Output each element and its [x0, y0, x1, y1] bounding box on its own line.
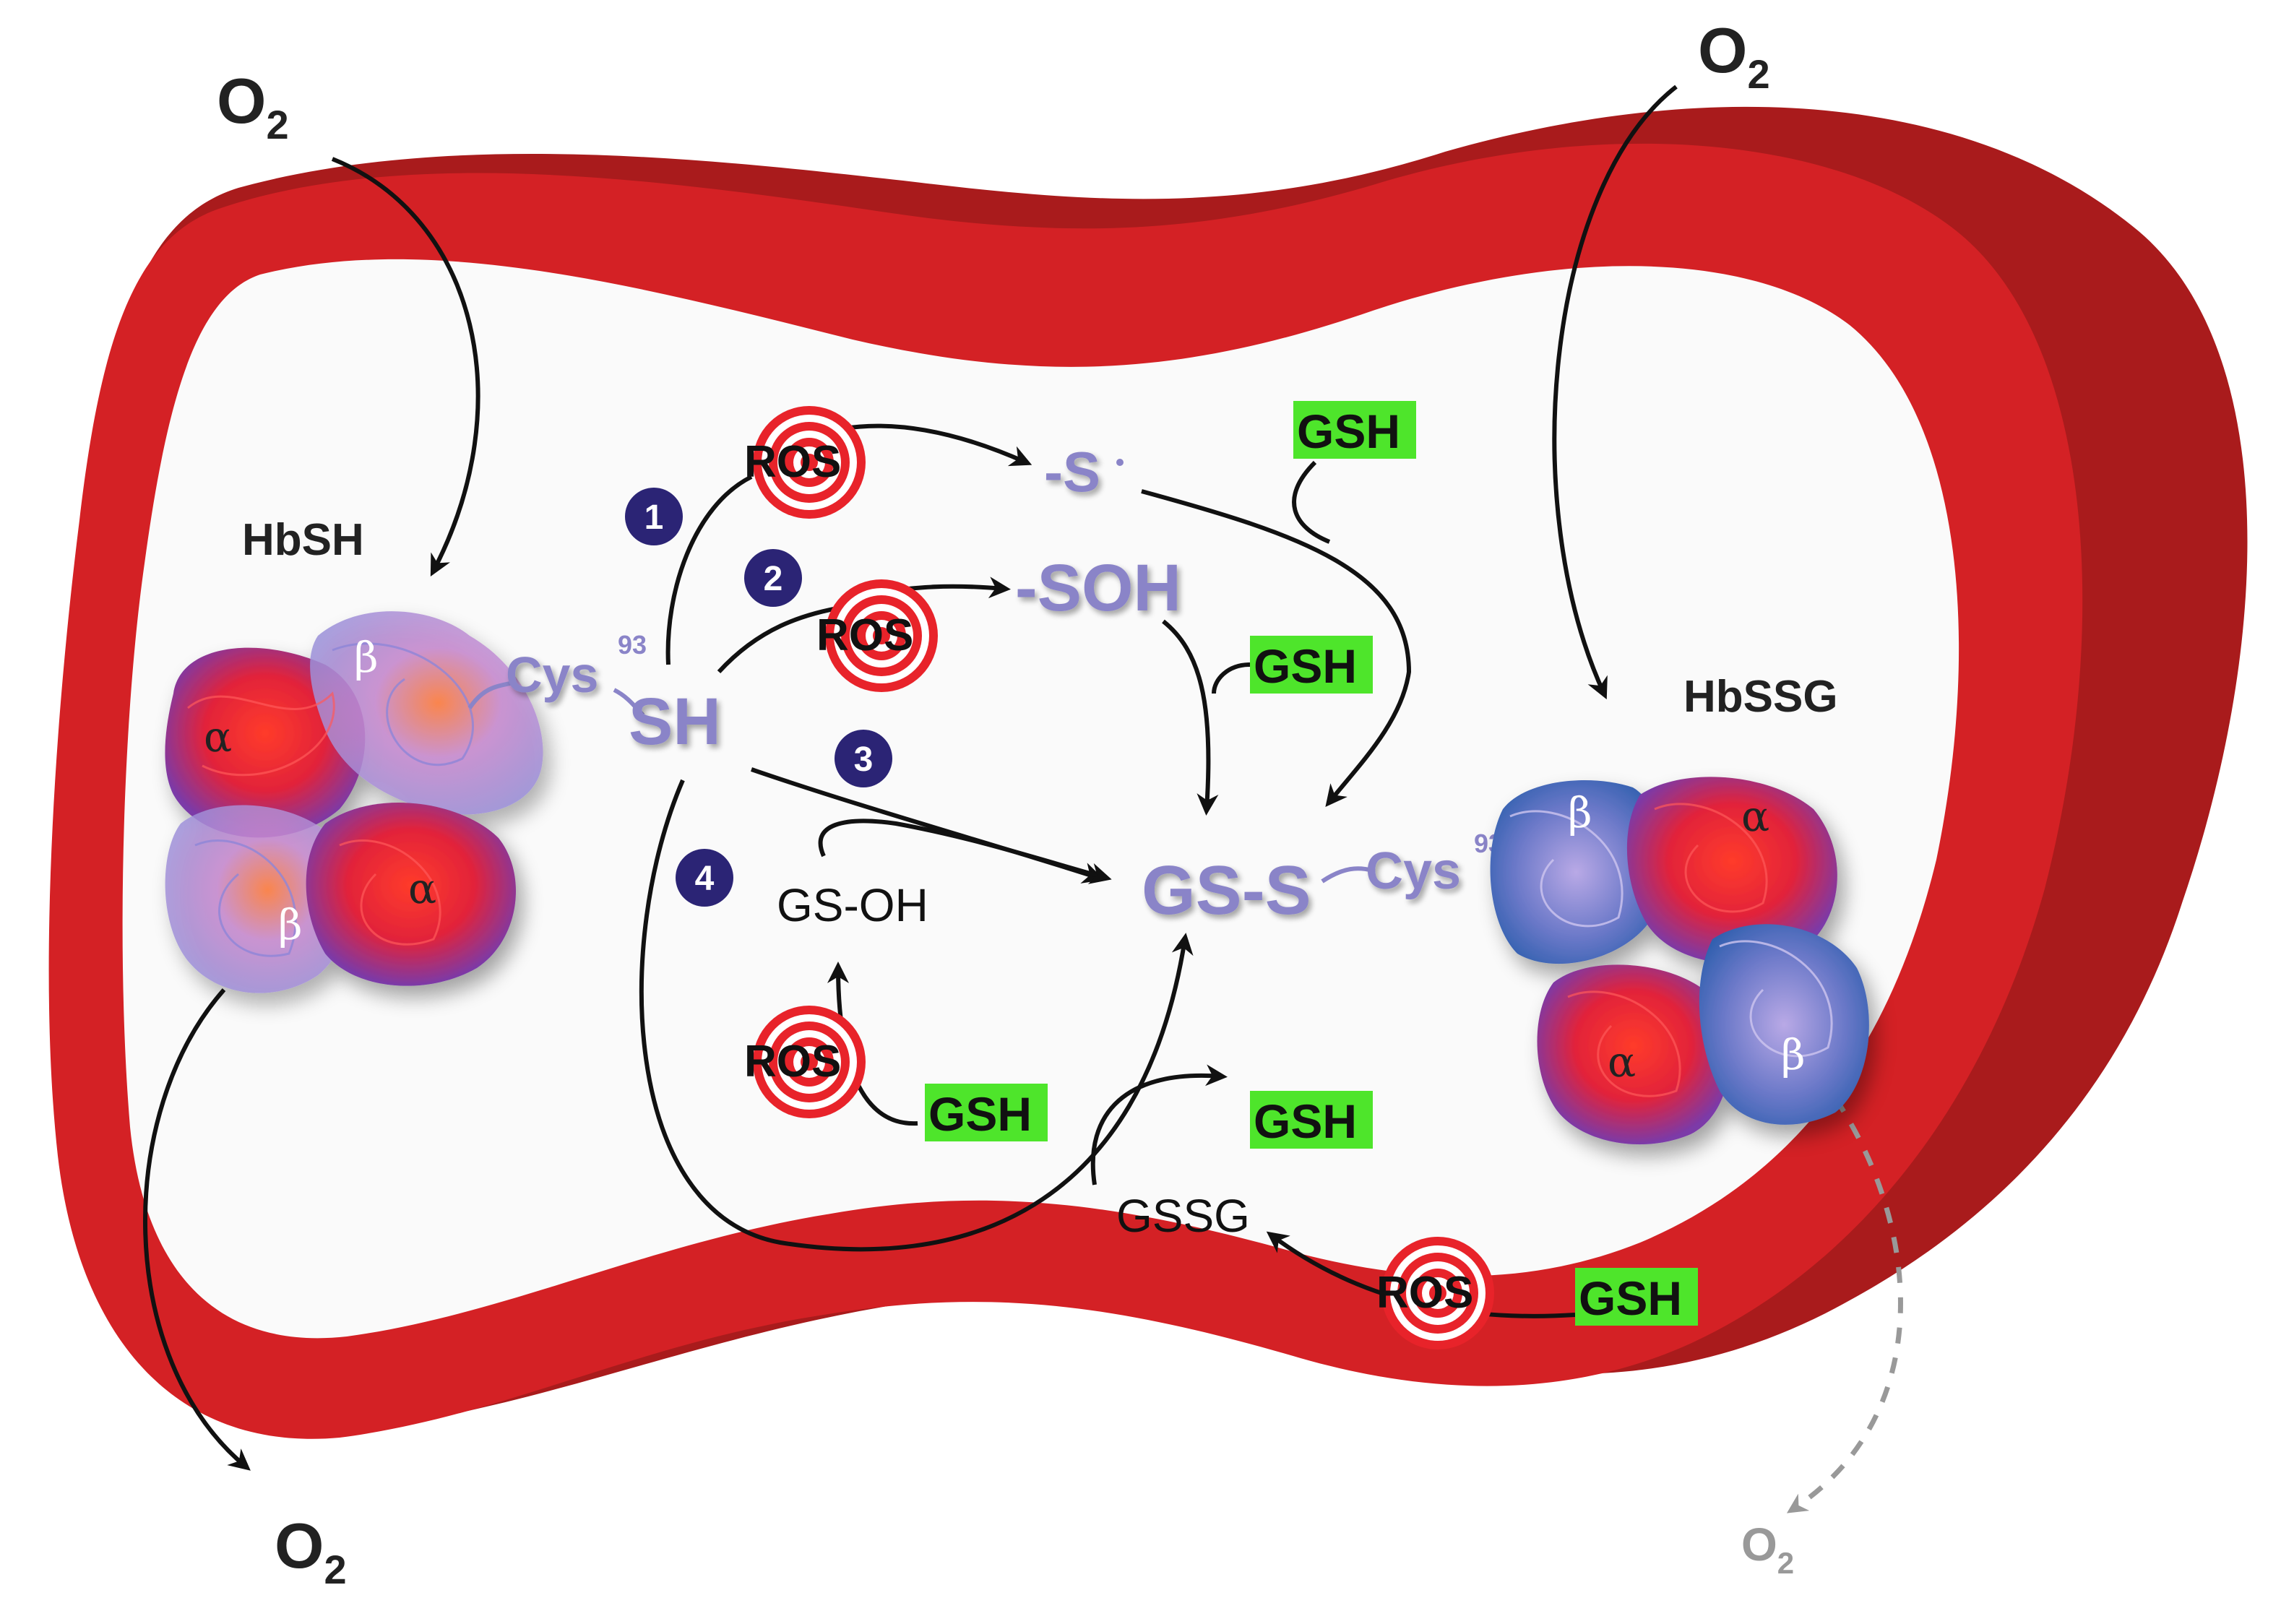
gsh-box-top: [1293, 401, 1416, 459]
hbsh-beta-subunit-top: [310, 611, 543, 815]
o2-label-top-right: O2: [1698, 14, 1770, 97]
hbssg-alpha-subunit-bottom: [1537, 964, 1730, 1145]
hbssg-alpha-label-bottom: α: [1608, 1037, 1636, 1087]
cytoplasm: [122, 259, 1959, 1339]
sulfenic-acid-label: -SOH: [1015, 551, 1181, 625]
hbssg-label: HbSSG: [1683, 672, 1838, 722]
hbsh-tetramer: [165, 611, 543, 993]
gsh-box-lower-left: [925, 1084, 1048, 1141]
path-4-big-loop-arrow: [639, 779, 1194, 1252]
gsh-label-bottom: GSH: [1579, 1271, 1682, 1325]
gssg-label: GSSG: [1116, 1190, 1250, 1242]
hbsh-beta-subunit-bottom: [165, 805, 352, 993]
gsoh-to-gss-arrow: [818, 819, 1112, 884]
hbsh-label: HbSH: [242, 515, 364, 565]
hbsh-alpha-label-top: α: [204, 712, 232, 761]
path-2-arrow: [717, 605, 846, 674]
thiyl-radical-label: -S: [1044, 440, 1100, 504]
pathway-badge-3: [835, 730, 892, 787]
gsh-box-middle: [1250, 636, 1373, 694]
path-1-arrow: [665, 475, 753, 665]
gs-oh-label: GS-OH: [777, 879, 928, 931]
sh-label: SH: [629, 685, 721, 759]
pathway-number-1: 1: [644, 498, 664, 537]
o2-uptake-arrow-right: [1552, 85, 1678, 700]
thiyl-to-gss-arrow: [1141, 489, 1412, 808]
o2-label-top-left: O2: [217, 65, 289, 147]
cys-superscript-left: 93: [618, 630, 647, 660]
cys-label-right: Cys: [1366, 842, 1461, 900]
cys-label-left: Cys: [506, 647, 598, 703]
o2-label-bottom-left: O2: [275, 1510, 347, 1592]
hbssg-alpha-subunit-top: [1626, 777, 1837, 964]
gsh-label-top: GSH: [1297, 405, 1400, 458]
hbssg-beta-subunit-bottom: [1699, 924, 1869, 1125]
gsh-to-soh-arrow: [1212, 662, 1251, 694]
cys-linker-right: [1321, 866, 1374, 884]
hbssg-tetramer: [1490, 777, 1869, 1145]
pathway-number-4: 4: [695, 860, 715, 898]
gssg-to-gsh-arrow: [1090, 1064, 1228, 1185]
pathway-badge-4: [676, 849, 733, 907]
ros-label-2: ROS: [816, 610, 913, 660]
o2-label-bottom-right: O2: [1741, 1519, 1794, 1580]
thiyl-radical-dot: [1116, 459, 1124, 466]
cys-linker-left: [467, 681, 514, 709]
sh-linker: [613, 688, 645, 717]
pathway-number-3: 3: [854, 740, 874, 779]
hbsh-alpha-label-bottom: α: [408, 864, 436, 913]
o2-uptake-arrow-left: [331, 157, 480, 576]
gsh-to-thiyl-arrow: [1292, 460, 1331, 544]
gs-s-label: GS-S: [1142, 852, 1311, 929]
hbssg-alpha-label-top: α: [1741, 792, 1769, 841]
pathway-badge-1: [625, 488, 683, 545]
hbsh-beta-label-top: β: [354, 633, 379, 682]
gsh-label-lower-right: GSH: [1254, 1094, 1357, 1148]
hbsh-beta-label-bottom: β: [278, 900, 303, 949]
gsh-box-lower-right: [1250, 1091, 1373, 1149]
gsh-label-lower-left: GSH: [928, 1087, 1032, 1141]
hbsh-alpha-subunit-bottom: [306, 803, 516, 986]
pathway-number-2: 2: [764, 560, 783, 598]
gsh-label-middle: GSH: [1254, 639, 1357, 693]
o2-release-arrow-right: [1786, 1097, 1903, 1513]
hbssg-beta-label-top: β: [1568, 788, 1592, 837]
hbssg-beta-label-bottom: β: [1781, 1030, 1806, 1079]
ros-label-1: ROS: [744, 437, 841, 487]
ros-label-4: ROS: [1376, 1268, 1473, 1318]
soh-to-gss-arrow: [1162, 619, 1219, 816]
o2-release-arrow-left: [143, 988, 251, 1471]
pathway-badge-2: [744, 549, 802, 607]
ros-label-3: ROS: [744, 1037, 841, 1087]
gsh-box-bottom: [1575, 1268, 1698, 1326]
